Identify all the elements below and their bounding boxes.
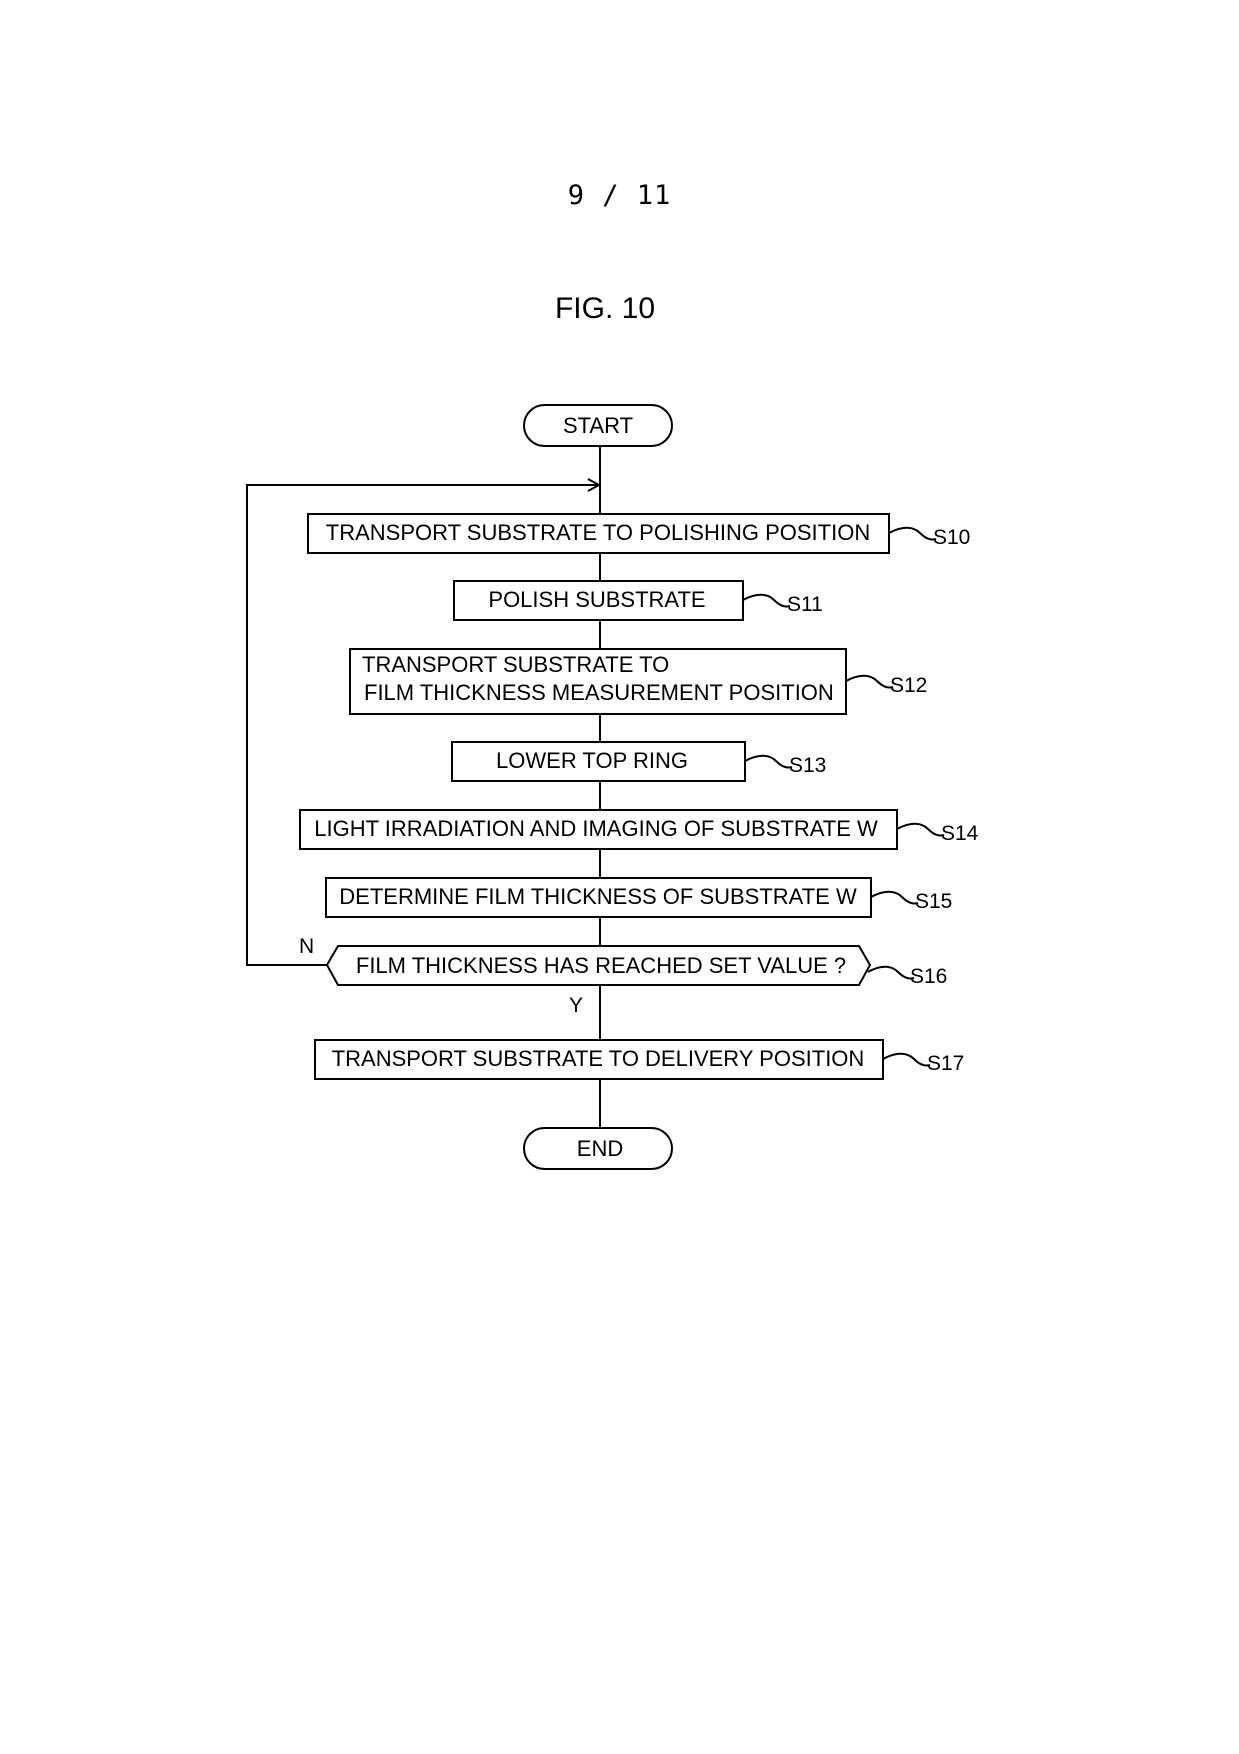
start-text: START xyxy=(563,413,633,438)
decision-yes-label: Y xyxy=(569,994,583,1017)
decision-no-label: N xyxy=(299,935,314,958)
step-label-s16: S16 xyxy=(910,965,947,988)
step-text-s11: POLISH SUBSTRATE xyxy=(488,587,705,612)
step-text-s12-line1: TRANSPORT SUBSTRATE TO xyxy=(362,652,669,677)
step-label-s12: S12 xyxy=(890,674,927,697)
end-text: END xyxy=(577,1136,623,1161)
leader-s12 xyxy=(846,676,893,688)
leader-s10 xyxy=(889,528,936,540)
leader-s11 xyxy=(743,595,790,607)
decision-text-s16: FILM THICKNESS HAS REACHED SET VALUE ? xyxy=(356,953,846,978)
step-text-s17: TRANSPORT SUBSTRATE TO DELIVERY POSITION xyxy=(332,1046,865,1071)
leader-s13 xyxy=(745,756,792,768)
leader-s16 xyxy=(868,967,914,979)
step-text-s15: DETERMINE FILM THICKNESS OF SUBSTRATE W xyxy=(339,884,857,909)
step-label-s11: S11 xyxy=(787,593,823,616)
step-label-s17: S17 xyxy=(927,1052,964,1075)
step-label-s15: S15 xyxy=(915,890,952,913)
step-text-s14: LIGHT IRRADIATION AND IMAGING OF SUBSTRA… xyxy=(314,816,878,841)
step-label-s14: S14 xyxy=(941,822,979,845)
leader-s15 xyxy=(871,892,918,904)
step-label-s13: S13 xyxy=(789,754,826,777)
step-text-s10: TRANSPORT SUBSTRATE TO POLISHING POSITIO… xyxy=(326,520,870,545)
leader-s17 xyxy=(883,1054,930,1066)
step-text-s12-line2: FILM THICKNESS MEASUREMENT POSITION xyxy=(364,680,834,705)
leader-s14 xyxy=(897,824,944,836)
step-label-s10: S10 xyxy=(933,526,970,549)
step-text-s13: LOWER TOP RING xyxy=(496,748,688,773)
